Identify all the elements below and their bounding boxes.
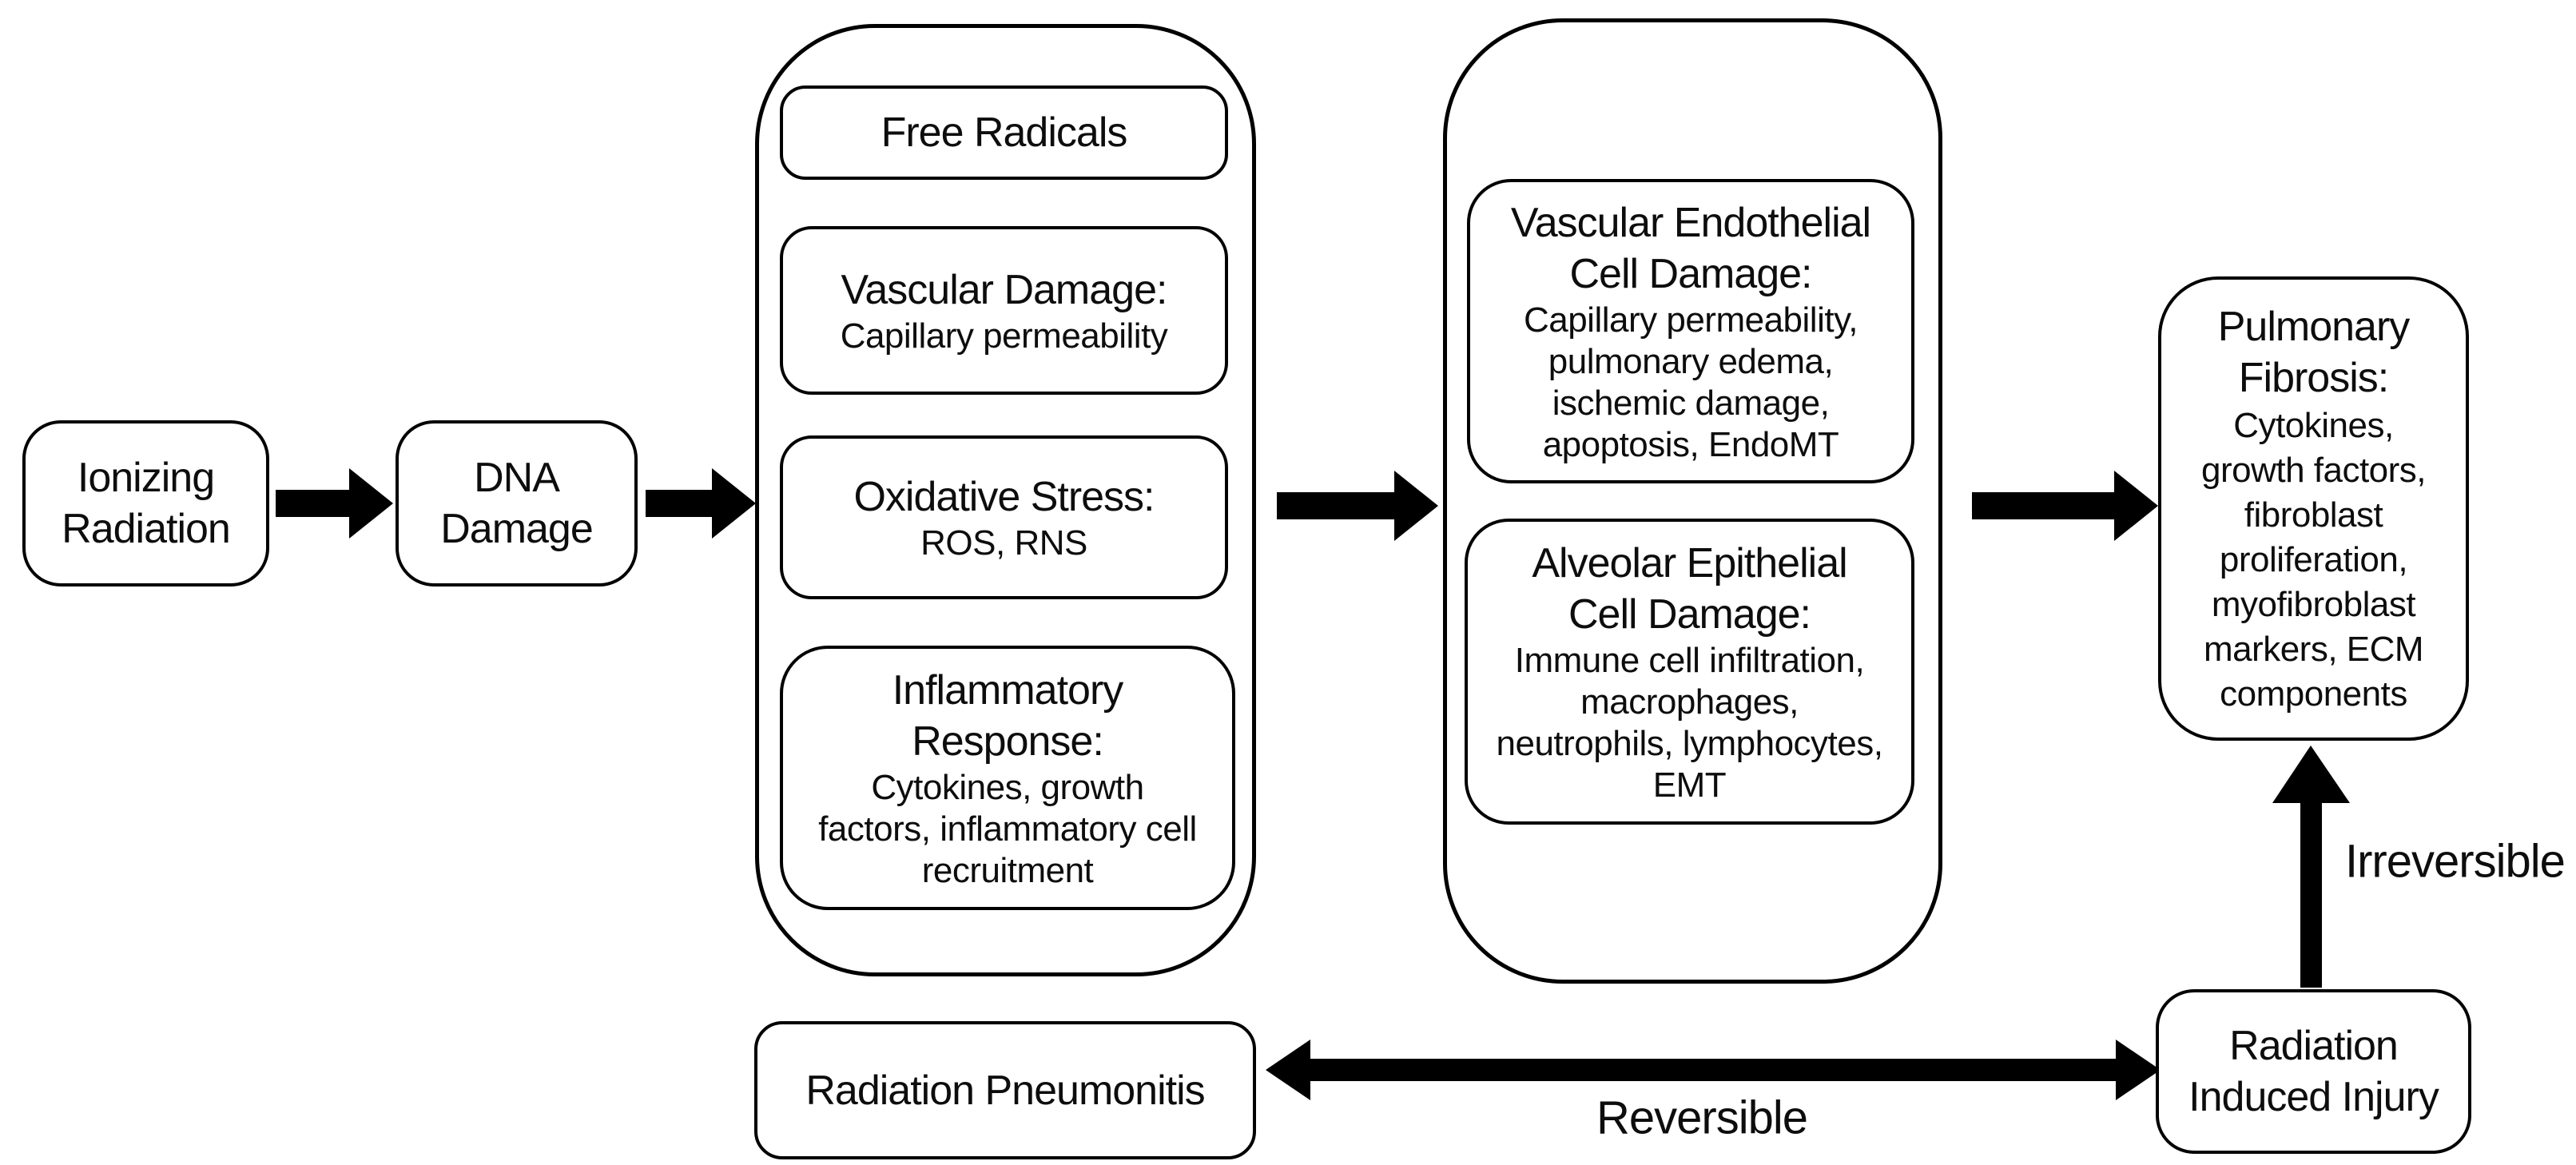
node-label: Radiation Induced Injury [2188,1023,2439,1120]
node-inflammatory-response: Inflammatory Response: Cytokines, growth… [780,646,1235,910]
node-label: Ionizing Radiation [62,455,231,552]
node-dna-damage: DNA Damage [396,420,638,586]
arrow-dna-to-initial-cascade-icon [646,468,756,539]
node-label: Free Radicals [881,109,1128,156]
node-alveolar-epithelial-cell-damage: Alveolar Epithelial Cell Damage: Immune … [1465,519,1914,825]
node-title: Oxidative Stress: [853,473,1155,520]
group-cellular-damage [1443,18,1942,984]
node-vascular-damage: Vascular Damage: Capillary permeability [780,226,1228,395]
node-detail: Immune cell infiltration, macrophages, n… [1496,640,1883,805]
node-detail: ROS, RNS [920,523,1087,563]
arrow-injury-to-fibrosis-icon [2272,746,2350,988]
label-reversible: Reversible [1596,1091,1808,1144]
node-vascular-endothelial-cell-damage: Vascular Endothelial Cell Damage: Capill… [1467,179,1914,483]
node-pulmonary-fibrosis: Pulmonary Fibrosis: Cytokines, growth fa… [2158,276,2469,741]
node-ionizing-radiation: Ionizing Radiation [22,420,269,586]
node-title: Inflammatory Response: [892,666,1124,765]
node-radiation-induced-injury: Radiation Induced Injury [2156,989,2471,1154]
node-title: Alveolar Epithelial Cell Damage: [1532,539,1847,638]
arrow-ionizing-to-dna-icon [276,468,393,539]
node-detail: Capillary permeability, pulmonary edema,… [1523,300,1858,464]
node-title: Pulmonary Fibrosis: [2217,303,2411,401]
node-title: Vascular Endothelial Cell Damage: [1510,199,1871,297]
arrow-initial-to-cellular-cascade-icon [1277,471,1438,541]
node-detail: Capillary permeability [840,316,1168,356]
node-radiation-pneumonitis: Radiation Pneumonitis [754,1021,1256,1159]
node-detail: Cytokines, growth factors, inflammatory … [818,767,1197,890]
arrow-cellular-to-fibrosis-icon [1972,471,2158,541]
node-title: Vascular Damage: [841,266,1168,313]
node-label: DNA Damage [440,455,594,552]
node-detail: Cytokines, growth factors, fibroblast pr… [2200,405,2427,714]
node-oxidative-stress: Oxidative Stress: ROS, RNS [780,435,1228,599]
node-free-radicals: Free Radicals [780,85,1228,180]
label-irreversible: Irreversible [2345,835,2566,888]
node-label: Radiation Pneumonitis [805,1067,1205,1114]
